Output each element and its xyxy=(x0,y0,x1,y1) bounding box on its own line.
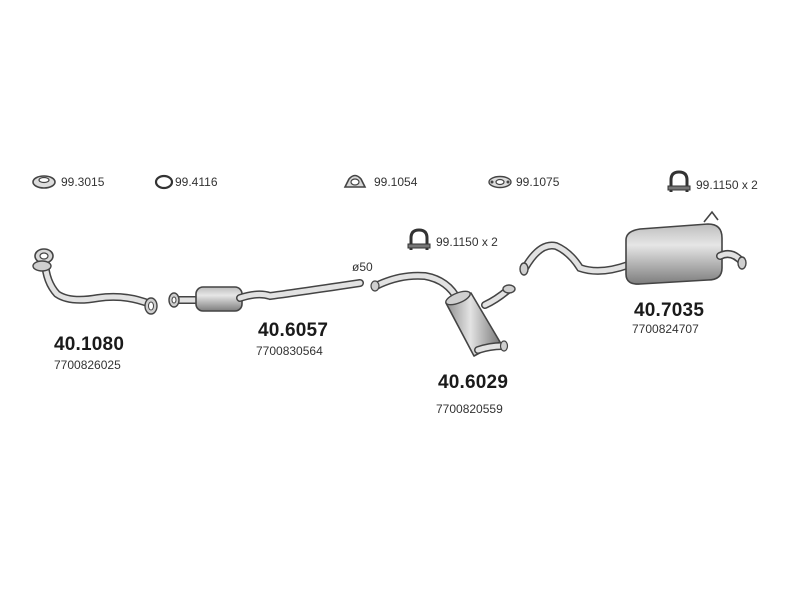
u-bolt-icon xyxy=(667,170,691,192)
rubber-mount-icon xyxy=(154,174,174,190)
part-code-40-1080: 40.1080 xyxy=(54,334,125,355)
gasket-ring-part-number: 99.3015 xyxy=(61,175,105,189)
u-bolt-part-number: 99.1150 x 2 xyxy=(696,178,758,192)
front-pipe-40-1080 xyxy=(32,248,158,315)
u-bolt-part-number-middle: 99.1150 x 2 xyxy=(436,235,498,249)
oem-number-40-1080: 7700826025 xyxy=(54,358,121,372)
flange-gasket-icon xyxy=(488,175,512,189)
clamp-part-number: 99.1054 xyxy=(374,175,418,189)
part-code-40-6029: 40.6029 xyxy=(438,372,509,393)
center-pipe-40-6029 xyxy=(370,271,516,357)
pipe-diameter-label: ø50 xyxy=(352,260,373,274)
part-code-40-6057: 40.6057 xyxy=(258,320,329,341)
clamp-icon xyxy=(343,174,367,188)
oem-number-40-7035: 7700824707 xyxy=(632,322,699,336)
oem-number-40-6057: 7700830564 xyxy=(256,344,323,358)
flange-gasket-part-number: 99.1075 xyxy=(516,175,560,189)
gasket-ring-icon xyxy=(32,175,56,189)
part-code-40-7035: 40.7035 xyxy=(634,300,705,321)
intermediate-pipe-40-6057 xyxy=(168,279,364,312)
rear-silencer-40-7035 xyxy=(519,210,747,285)
u-bolt-icon xyxy=(407,228,431,250)
rubber-mount-part-number: 99.4116 xyxy=(175,175,218,189)
oem-number-40-6029: 7700820559 xyxy=(436,402,503,416)
